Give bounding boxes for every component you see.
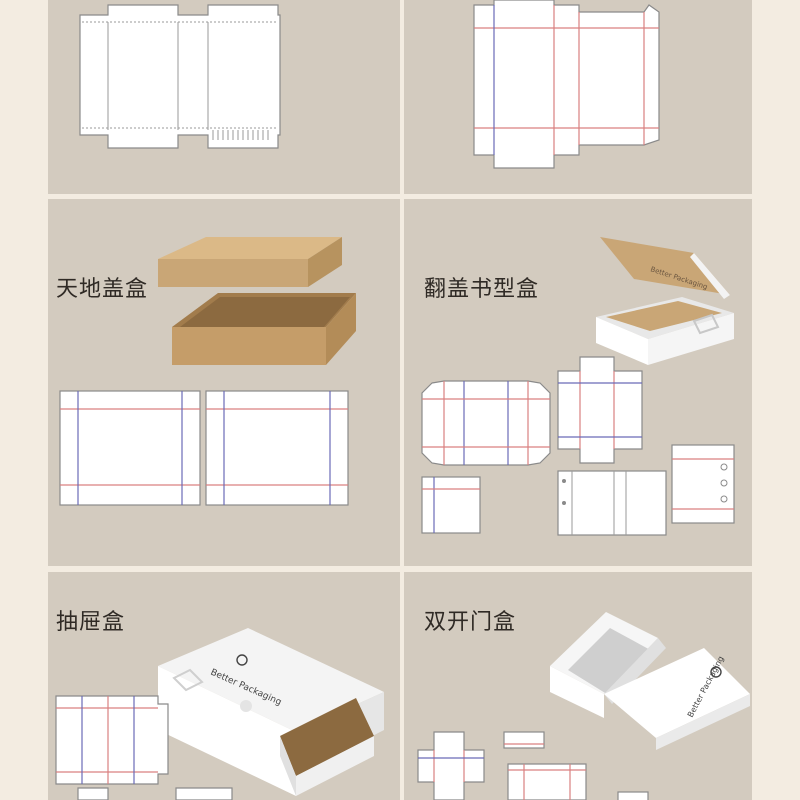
panel-title: 双开门盒 xyxy=(424,610,517,635)
tear-strip-lines xyxy=(212,130,269,140)
kraft-lid-base-box-illustration xyxy=(158,237,356,365)
panel-mailer-dieline-left xyxy=(48,0,400,194)
panel-flip-book-box: 翻盖书型盒 Better Packaging xyxy=(404,199,752,566)
mailer-dieline-left xyxy=(79,4,281,149)
lid-base-dielines xyxy=(59,390,349,506)
brand-logo-icon xyxy=(710,666,722,678)
drawer-box-dielines xyxy=(55,695,233,800)
white-drawer-box-illustration: Better Packaging xyxy=(158,628,384,796)
tuck-dieline-right xyxy=(473,0,660,169)
brand-logo-icon xyxy=(236,654,248,666)
white-double-door-box-illustration: Better Packaging xyxy=(550,612,750,750)
panel-drawer-box: 抽屉盒 Better Packaging xyxy=(48,572,400,800)
panel-title: 翻盖书型盒 xyxy=(424,277,540,302)
panel-tuck-dieline-right xyxy=(404,0,752,194)
flip-box-dielines xyxy=(421,356,735,536)
double-door-dielines xyxy=(417,731,649,800)
panel-double-door-box: 双开门盒 Better Packaging xyxy=(404,572,752,800)
panel-title: 天地盖盒 xyxy=(56,277,149,302)
panel-lid-base-box: 天地盖盒 xyxy=(48,199,400,566)
white-flip-box-illustration: Better Packaging xyxy=(596,237,734,365)
panel-title: 抽屉盒 xyxy=(56,610,126,635)
